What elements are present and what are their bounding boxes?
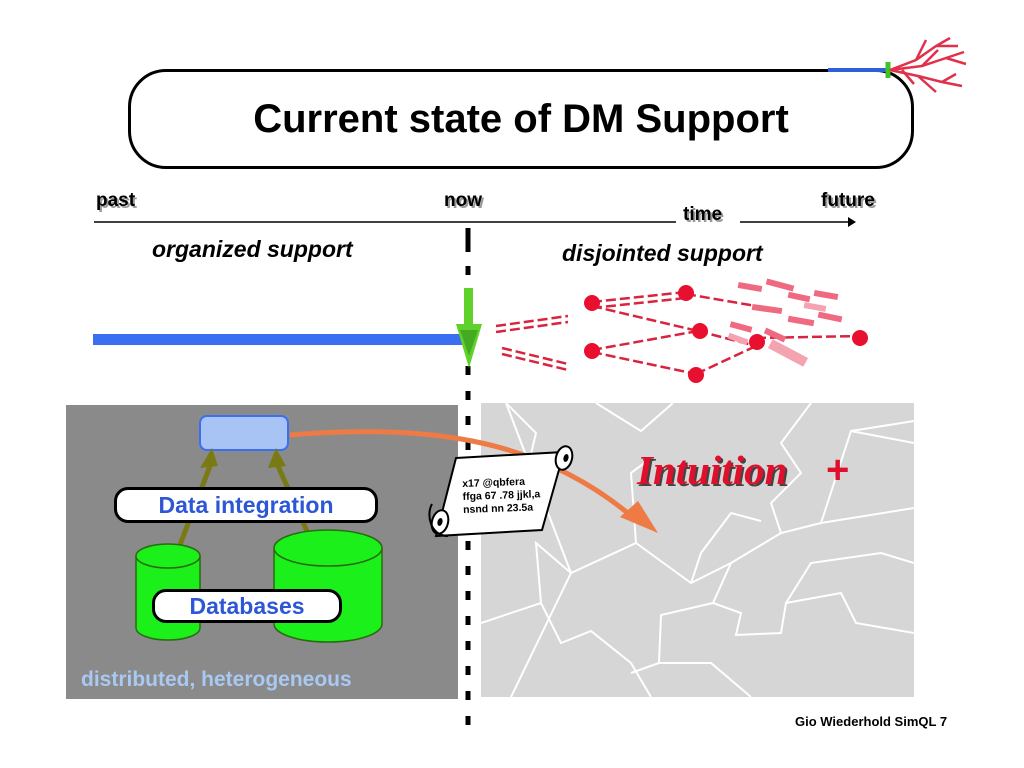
flow-arrow-icon <box>289 429 658 533</box>
timeline-now-label: now <box>444 190 482 211</box>
timeline-future-label: future <box>821 190 875 211</box>
databases-label: Databases <box>189 592 305 619</box>
tree-logo-icon <box>828 36 967 93</box>
scroll-icon <box>428 445 574 538</box>
organized-support-caption: organized support <box>152 236 353 262</box>
plus-label: + <box>826 448 850 492</box>
database-cylinders-icon <box>135 529 383 643</box>
organized-support-bar <box>93 334 463 345</box>
distributed-heterogeneous-label: distributed, heterogeneous <box>81 668 352 691</box>
title-box: Current state of DM Support <box>128 69 914 169</box>
disjointed-support-caption: disjointed support <box>562 240 763 266</box>
slide-footer: Gio Wiederhold SimQL 7 <box>795 714 948 729</box>
data-integration-pill: Data integration <box>114 487 378 523</box>
databases-pill: Databases <box>152 589 342 623</box>
left-panel <box>66 405 458 699</box>
data-integration-label: Data integration <box>158 491 334 518</box>
scroll-text: x17 @qbfera ffga 67 .78 jjkl,a nsnd nn 2… <box>462 475 541 517</box>
scroll-line: nsnd nn 23.5a <box>462 501 534 516</box>
timeline-axis <box>94 217 856 227</box>
timeline-time-label: time <box>683 204 723 225</box>
intuition-label: Intuition <box>637 447 788 493</box>
disjointed-support-network <box>495 278 868 383</box>
now-arrow-icon <box>456 288 482 368</box>
timeline-past-label: past <box>96 190 136 211</box>
slide-title: Current state of DM Support <box>253 96 789 141</box>
integrated-view-box <box>199 415 289 451</box>
